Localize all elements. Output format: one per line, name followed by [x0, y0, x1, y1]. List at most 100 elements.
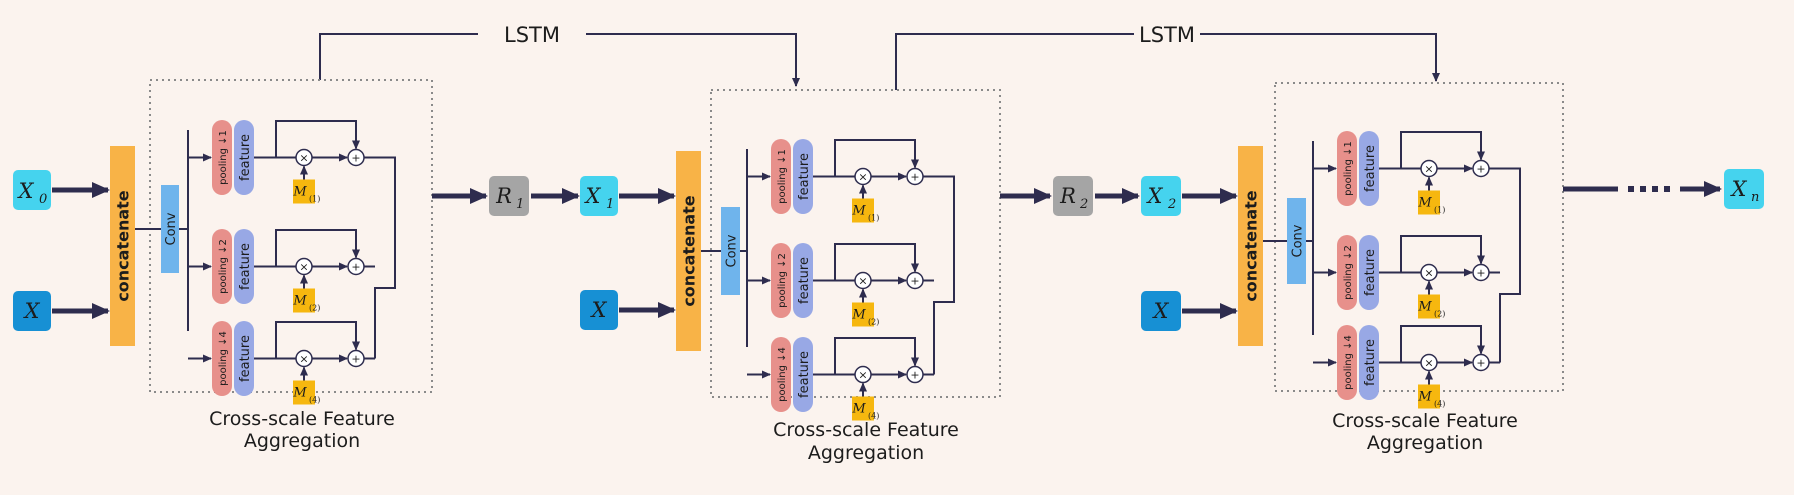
skip-connection-line	[834, 337, 919, 375]
xn-output-box: X n	[1724, 169, 1764, 209]
multiply-symbol: ×	[858, 369, 867, 382]
svg-text:n: n	[1751, 190, 1759, 205]
mask-label: M	[1417, 300, 1432, 315]
concatenate-block	[1238, 146, 1263, 346]
mask-subscript: (1)	[868, 214, 879, 223]
svg-text:R: R	[1059, 184, 1076, 208]
r1-box: R 1	[489, 176, 529, 216]
feature-label: feature	[797, 153, 812, 200]
module-caption-line-2: Aggregation	[244, 430, 360, 452]
mask-subscript: (2)	[1434, 310, 1445, 319]
mask-subscript: (2)	[309, 304, 320, 313]
ellipsis-dot	[1640, 186, 1646, 192]
conv-block	[721, 207, 740, 295]
skip-connection-line	[1400, 325, 1485, 363]
feature-block	[793, 243, 813, 318]
mask-box	[852, 396, 874, 421]
mask-box	[1418, 294, 1440, 319]
add-symbol: +	[1476, 357, 1485, 370]
feature-label: feature	[797, 351, 812, 398]
add-symbol: +	[351, 353, 360, 366]
mask-box	[1418, 384, 1440, 409]
pooling-label: pooling ↓1	[218, 130, 229, 185]
multiply-symbol: ×	[1424, 267, 1433, 280]
pooling-label: pooling ↓1	[777, 149, 788, 204]
lstm-label-2: LSTM	[1139, 23, 1195, 47]
pooling-block	[771, 139, 791, 214]
feature-block	[1359, 131, 1379, 206]
pooling-block	[1337, 325, 1357, 400]
mask-box	[293, 179, 315, 204]
x0-input-box: X 0	[13, 170, 51, 210]
add-symbol: +	[351, 152, 360, 165]
ellipsis-dot	[1628, 186, 1634, 192]
mask-subscript: (1)	[1434, 206, 1445, 215]
feature-label: feature	[1363, 339, 1378, 386]
feature-block	[234, 229, 254, 304]
mask-box	[852, 198, 874, 223]
dotted-module-frame	[149, 79, 433, 393]
feature-label: feature	[238, 335, 253, 382]
mask-label: M	[851, 204, 866, 219]
x-input-box-3: X	[1141, 291, 1181, 331]
multiply-symbol: ×	[858, 275, 867, 288]
mask-label: M	[851, 308, 866, 323]
pooling-block	[212, 321, 232, 396]
svg-text:1: 1	[606, 197, 614, 212]
feature-block	[793, 139, 813, 214]
skip-connection-line	[834, 139, 919, 177]
lstm-connection-1	[319, 33, 800, 87]
pooling-block	[1337, 131, 1357, 206]
feature-label: feature	[238, 243, 253, 290]
conv-label: Conv	[1291, 224, 1306, 257]
mask-label: M	[292, 185, 307, 200]
svg-text:X: X	[590, 298, 608, 322]
add-symbol: +	[351, 261, 360, 274]
mask-box	[293, 288, 315, 313]
skip-connection-line	[1400, 235, 1485, 273]
mask-subscript: (4)	[309, 396, 320, 405]
add-symbol: +	[1476, 163, 1485, 176]
svg-text:0: 0	[39, 192, 47, 207]
pooling-block	[771, 243, 791, 318]
skip-connection-line	[275, 120, 360, 158]
pooling-block	[212, 120, 232, 195]
x-input-box-2: X	[580, 290, 618, 330]
feature-block	[1359, 325, 1379, 400]
conv-label: Conv	[164, 212, 179, 245]
module-caption-line-1: Cross-scale Feature	[773, 419, 959, 441]
feature-block	[1359, 235, 1379, 310]
merge-lines	[374, 156, 396, 359]
pooling-block	[1337, 235, 1357, 310]
conv-block	[1287, 198, 1306, 284]
add-symbol: +	[910, 275, 919, 288]
conv-block	[161, 185, 179, 273]
pooling-label: pooling ↓4	[218, 331, 229, 386]
mask-box	[852, 302, 874, 327]
mask-label: M	[1417, 390, 1432, 405]
pooling-label: pooling ↓1	[1343, 141, 1354, 196]
svg-text:2: 2	[1167, 197, 1176, 212]
feature-label: feature	[797, 257, 812, 304]
x2-input-box: X 2	[1141, 176, 1181, 216]
mask-subscript: (4)	[868, 412, 879, 421]
svg-text:X: X	[1152, 299, 1170, 323]
multiply-symbol: ×	[858, 171, 867, 184]
svg-text:X: X	[1730, 177, 1748, 201]
mask-subscript: (4)	[1434, 400, 1445, 409]
x-input-box-1: X	[13, 291, 51, 331]
concatenate-block	[110, 146, 135, 346]
ellipsis-dot	[1664, 186, 1670, 192]
mask-label: M	[292, 294, 307, 309]
concatenate-label: concatenate	[680, 195, 699, 306]
svg-text:X: X	[17, 179, 35, 203]
